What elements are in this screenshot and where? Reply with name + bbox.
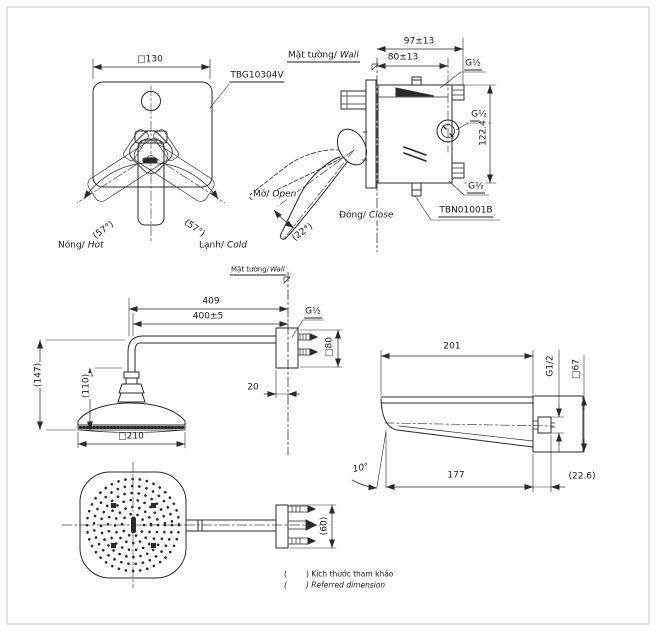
label-product-code-mixer: TBG10304V [229,70,285,83]
label-thread-arm: G½ [304,306,322,319]
mid-outlet-port [436,119,460,143]
footnote-line-en: ( ) Referred dimension [283,580,387,590]
handle-stem [340,90,367,110]
footnote-line-vi: ( ) Kích thước tham khảo [283,569,395,579]
dim-arm-length: 400±5 [191,311,225,322]
dim-spout-wall: (22.6) [567,471,597,482]
label-wall-mid-vi: Mặt tường/ [231,265,270,274]
shower-head-side [77,402,186,426]
dim-faceplate-size: □130 [136,54,164,65]
label-open: Mở/Open [252,189,298,200]
dim-top-flange: (60) [319,515,330,537]
label-hot: Nóng/Hot [57,240,105,251]
dim-spout-reach: 177 [446,470,466,481]
shower-head-top-view-drawing [61,461,337,589]
dim-spout-flange: □67 [571,358,582,380]
dim-valve-depth-max: 97±13 [402,36,436,47]
shower-arm [127,335,277,373]
label-hot-vi: Nóng/ [58,240,85,251]
label-cold-en: Cold [226,240,247,251]
label-hot-en: Hot [87,240,104,251]
dim-drop-head: (110) [81,372,92,400]
lever-side-view-drawing [249,128,368,241]
shower-head-face [79,471,187,579]
label-wall-top-en: Wall [339,50,359,61]
label-product-code-valve: TBN01001B [438,205,494,218]
front-view-drawing [76,58,230,244]
handle-lever-open [249,149,343,200]
dim-arm-reach: 409 [201,296,221,307]
label-thread-spout: G1/2 [545,354,556,378]
valve-body [377,84,453,184]
dim-valve-depth-min: 80±13 [386,52,420,63]
label-close: Đóng/Close [338,210,395,221]
label-open-vi: Mở/ [253,189,270,200]
border-frame [6,6,650,625]
label-close-en: Close [368,210,394,221]
handle-knob [336,128,368,166]
label-cold: Lạnh/Cold [198,240,248,251]
label-cold-vi: Lạnh/ [199,240,224,251]
shower-arm-view-drawing [37,271,343,456]
faceplate [92,81,213,188]
handle-lever-closed [280,156,348,240]
label-wall-top: Mặt tường/Wall [287,50,360,63]
dim-spout-length: 201 [442,341,462,352]
dim-arm-offset: 20 [246,382,260,393]
label-wall-mid: Mặt tường/Wall [230,265,286,276]
label-thread-bottom: G½ [467,181,485,194]
label-wall-top-vi: Mặt tường/ [288,50,337,61]
escutcheon-side [365,79,377,189]
label-close-vi: Đóng/ [339,210,366,221]
label-open-en: Open [272,189,297,200]
label-thread-mid: G½ [470,109,488,122]
label-thread-top: G½ [464,58,482,71]
arm-wall-flange [275,327,299,369]
dim-head-size: □210 [117,431,145,442]
spray-nozzle-pattern [85,477,181,573]
spout-view-drawing [351,349,587,493]
spout-body [380,396,534,404]
dim-arm-flange: □80 [324,336,335,358]
spout-wall-box [532,395,584,453]
dim-drop-total: (147) [33,361,44,389]
dim-valve-height: 122.4 [478,119,489,147]
label-wall-mid-en: Wall [270,265,285,274]
